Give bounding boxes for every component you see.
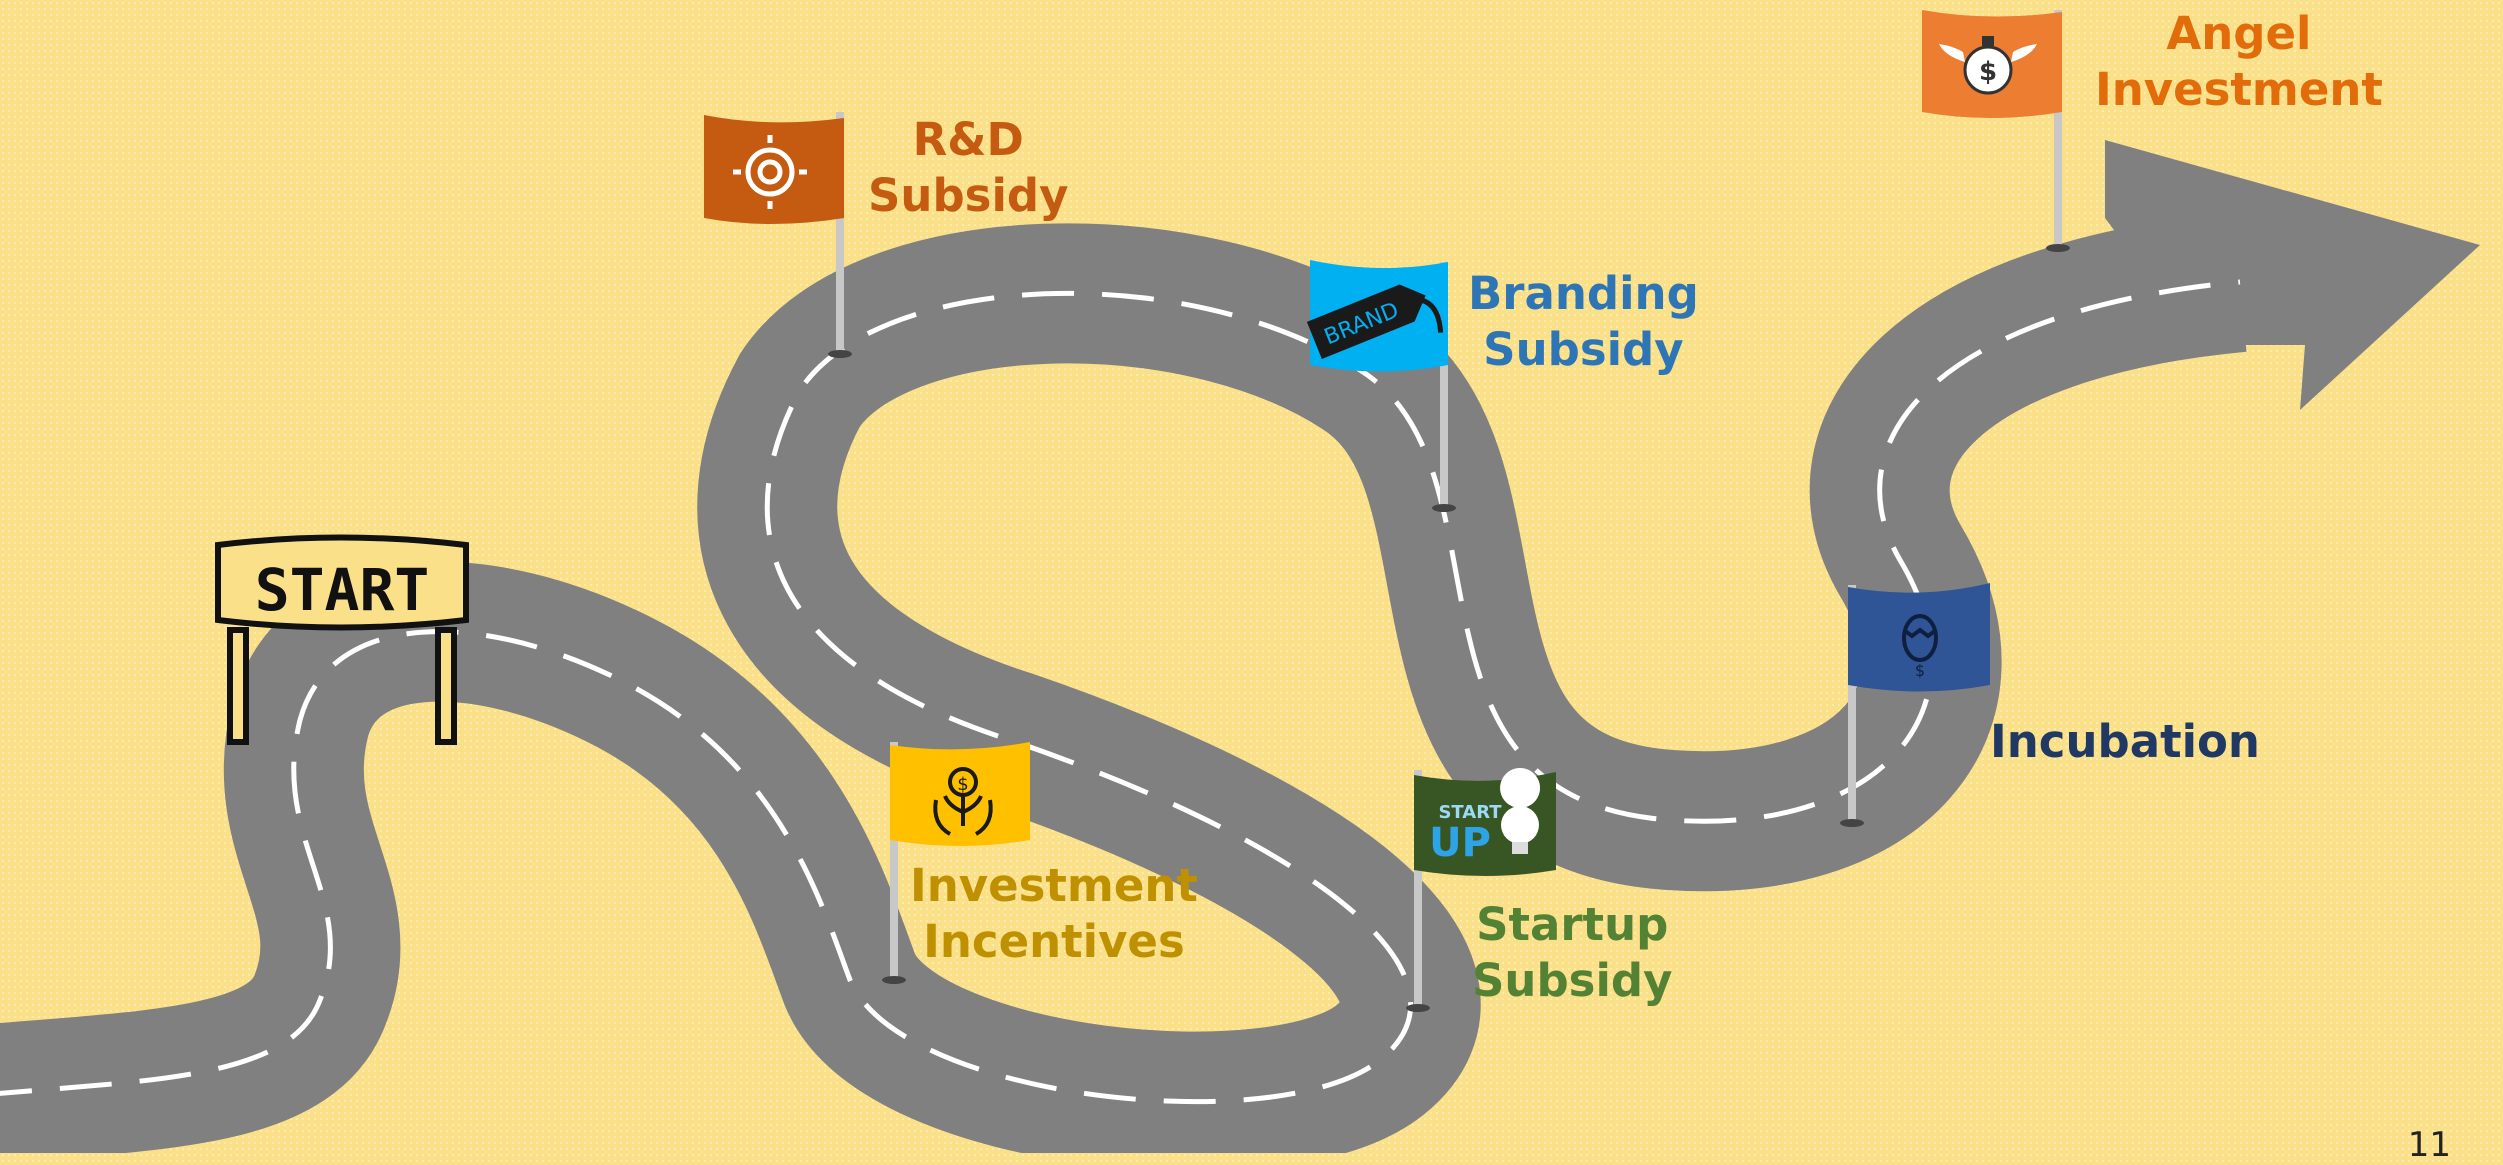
svg-text:$: $	[1915, 661, 1925, 680]
label-rd-line1: R&D	[912, 113, 1024, 166]
label-angel-line1: Angel	[2166, 7, 2312, 60]
label-branding-line1: Branding	[1468, 267, 1699, 320]
label-rd-subsidy: R&D Subsidy	[868, 112, 1068, 224]
money-plant-hands-icon: $	[933, 767, 993, 836]
label-investment-line1: Investment	[910, 859, 1198, 912]
incubation-egg-icon: $	[1902, 614, 1938, 680]
road	[0, 140, 2480, 1102]
label-incubation-line1: Incubation	[1990, 715, 2260, 768]
startup-bulb-icon: START UP	[1429, 768, 1541, 866]
label-angel-line2: Investment	[2095, 63, 2383, 116]
flag-rd	[704, 112, 852, 358]
flag-angel: $	[1922, 10, 2070, 252]
label-branding-subsidy: Branding Subsidy	[1468, 266, 1699, 378]
label-startup-line1: Startup	[1476, 898, 1669, 951]
start-sign-text: START	[255, 556, 430, 624]
label-angel-investment: Angel Investment	[2095, 6, 2383, 118]
gear-touch-icon	[733, 135, 807, 209]
winged-coin-icon: $	[1939, 36, 2037, 95]
flag-investment: $	[882, 742, 1030, 984]
label-investment-line2: Incentives	[923, 915, 1185, 968]
page-number: 11	[2407, 1125, 2451, 1165]
label-branding-line2: Subsidy	[1483, 323, 1684, 376]
svg-text:$: $	[957, 774, 968, 795]
label-rd-line2: Subsidy	[868, 169, 1069, 222]
flag-startup: START UP	[1406, 768, 1556, 1012]
start-sign-icon: START	[215, 534, 469, 745]
label-startup-line2: Subsidy	[1472, 954, 1673, 1007]
brand-tag-icon: BRAND	[1306, 284, 1444, 360]
label-startup-subsidy: Startup Subsidy	[1472, 897, 1672, 1009]
label-investment-incentives: Investment Incentives	[910, 858, 1198, 970]
road-arrow-head	[2105, 140, 2480, 410]
svg-text:START: START	[1438, 802, 1502, 823]
svg-text:$: $	[1979, 57, 1997, 87]
label-incubation: Incubation	[1990, 714, 2260, 770]
flag-incubation: $	[1840, 583, 1990, 827]
svg-text:UP: UP	[1429, 820, 1491, 866]
flag-branding: BRAND	[1306, 260, 1456, 512]
